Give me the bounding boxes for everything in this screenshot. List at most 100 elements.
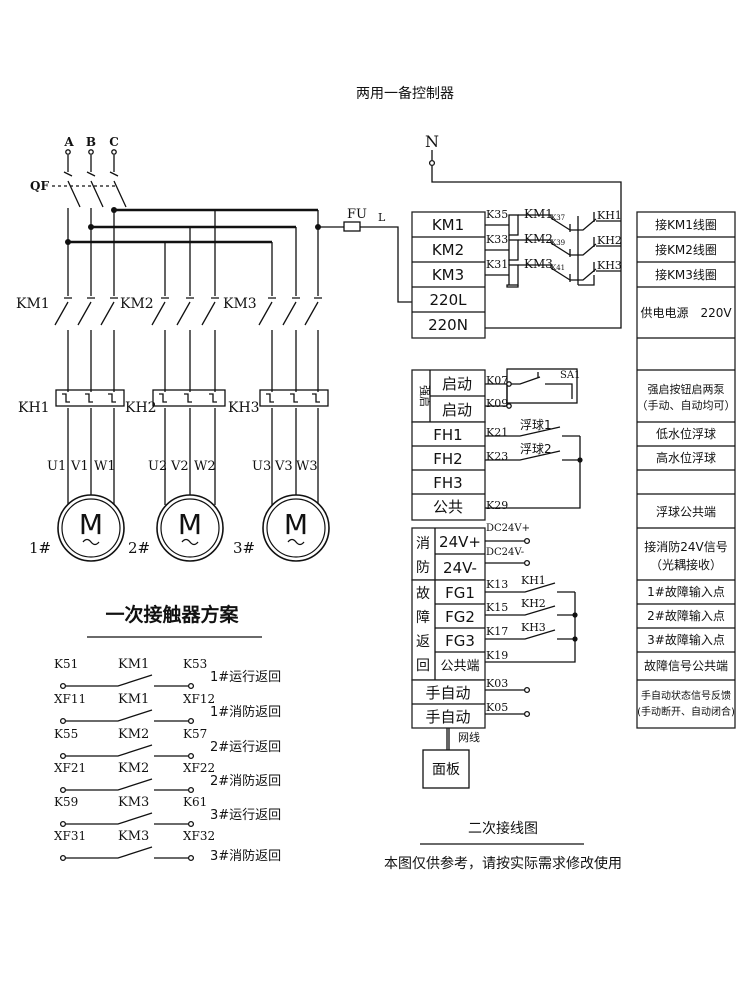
kh1-contact-label: KH1 (597, 209, 622, 222)
motor-3-letter: M (284, 508, 308, 541)
qf-blades (67, 180, 127, 208)
desc-manual-2: (手动断开、自动闭合) (637, 705, 735, 718)
tb-common: 公共 (433, 498, 463, 516)
k39-code: K39 (551, 239, 565, 247)
km2-label: KM2 (120, 296, 154, 312)
tb-start-1: 启动 (442, 375, 472, 393)
aux-contact-line (66, 812, 188, 825)
tb-km3: KM3 (432, 266, 464, 284)
km1-coil (508, 214, 519, 236)
aux-row-5: K59 KM3 K61 3#运行返回 (54, 795, 281, 828)
n-wire (431, 166, 622, 329)
aux-right-code: K57 (183, 727, 207, 741)
terminal-w2: W2 (194, 459, 216, 474)
k09-code: K09 (486, 397, 508, 410)
terminal-block: KM1 KM2 KM3 220L 220N 强启 启动 启动 FH1 FH2 F… (411, 211, 486, 729)
desc-km3: 接KM3线圈 (655, 267, 717, 282)
desc-power: 供电电源 220V (640, 306, 732, 320)
reference-note: 本图仅供参考，请按实际需求修改使用 (384, 855, 622, 872)
desc-fire-2: （光耦接收） (650, 557, 722, 572)
desc-high: 高水位浮球 (656, 450, 716, 465)
qf-input-leads (67, 155, 115, 172)
kh1-elements (62, 393, 116, 403)
k17-code: K17 (486, 625, 508, 638)
desc-low: 低水位浮球 (656, 426, 716, 441)
phase-b-label: B (86, 135, 96, 149)
motor-2-letter: M (178, 508, 202, 541)
aux-left-code: XF31 (54, 829, 86, 843)
tb-start-2: 启动 (442, 401, 472, 419)
group1-drops (67, 210, 115, 296)
km1-contacts (54, 301, 115, 326)
aux-row-1: K51 KM1 K53 1#运行返回 (54, 657, 281, 690)
aux-right-code: XF32 (183, 829, 215, 843)
terminal-w3: W3 (296, 459, 318, 474)
aux-right-code: K53 (183, 657, 207, 671)
aux-contact-line (66, 709, 188, 722)
tb-24v-plus: 24V+ (439, 533, 481, 551)
dc24v-minus-label: DC24V- (486, 547, 524, 558)
k03-code: K03 (486, 677, 508, 690)
aux-contactor: KM1 (118, 692, 149, 707)
aux-left-code: K51 (54, 657, 78, 671)
terminal-v1: V1 (70, 459, 89, 474)
tb-fault-4: 回 (416, 658, 430, 674)
km1-label: KM1 (16, 296, 50, 312)
tb-fire-1: 消 (416, 536, 430, 552)
n-label: N (425, 132, 439, 151)
motor-1-label: 1# (29, 539, 51, 557)
tb-fault-1: 故 (416, 586, 430, 602)
tb-start-side: 强启 (418, 385, 431, 407)
aux-contactor: KM2 (118, 727, 149, 742)
aux-contactor: KM3 (118, 829, 149, 844)
panel-box (422, 749, 470, 789)
tb-fire-2: 防 (416, 560, 430, 576)
tb-fault-2: 障 (416, 610, 430, 626)
sa1-label: SA1 (560, 370, 580, 381)
motor-1: M (57, 494, 125, 562)
k07-code: K07 (486, 374, 508, 387)
tb-fg1: FG1 (445, 584, 475, 602)
qf-marks (63, 171, 119, 177)
n-terminal (428, 159, 436, 167)
tb-km1: KM1 (432, 216, 464, 234)
l-label: L (378, 211, 386, 224)
desc-fault-1: 1#故障输入点 (647, 584, 725, 599)
tb-220n: 220N (428, 316, 468, 334)
k13-code: K13 (486, 578, 508, 591)
desc-float-common: 浮球公共端 (656, 505, 716, 519)
aux-description: 2#消防返回 (210, 773, 281, 789)
k21-code: K21 (486, 426, 508, 439)
k19-code: K19 (486, 649, 508, 662)
kh2-elements (159, 393, 217, 403)
phase-a-terminal (65, 149, 71, 155)
primary-circuit: A B C QF KM1 KM2 KM3 (16, 135, 330, 562)
desc-fault-common: 故障信号公共端 (644, 658, 728, 673)
kh2-label: KH2 (125, 400, 157, 416)
desc-start-1: 强启按钮启两泵 (648, 382, 725, 396)
aux-left-code: K59 (54, 795, 78, 809)
diagram-title: 两用一备控制器 (356, 85, 454, 102)
kh3-relay (259, 389, 329, 407)
phase-c-terminal (111, 149, 117, 155)
km3-contacts (258, 301, 319, 326)
kh1-label: KH1 (18, 400, 50, 416)
group3-mid (271, 330, 319, 392)
aux-row-6: XF31 KM3 XF32 3#消防返回 (54, 829, 281, 864)
k37-code: K37 (551, 214, 565, 222)
terminal-u3: U3 (252, 459, 271, 474)
kh3-elements (266, 393, 320, 403)
aux-contactor: KM1 (118, 657, 149, 672)
kh2-contact-label: KH2 (597, 234, 622, 247)
motor-1-letter: M (79, 508, 103, 541)
desc-km2: 接KM2线圈 (655, 242, 717, 257)
kh3-label: KH3 (228, 400, 260, 416)
tb-fg2: FG2 (445, 608, 475, 626)
tb-fg-common: 公共端 (440, 659, 479, 674)
motor-2: M (156, 494, 224, 562)
aux-row-3: K55 KM2 K57 2#运行返回 (54, 727, 281, 760)
fault-kh1-label: KH1 (521, 574, 546, 587)
km2-coil (508, 239, 519, 261)
